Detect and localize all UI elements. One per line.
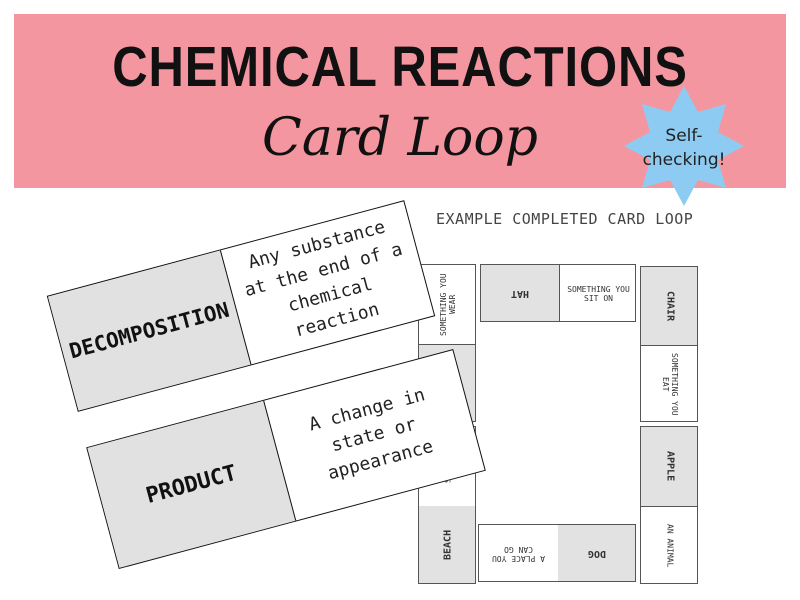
mini-card-definition: AN ANIMAL xyxy=(641,506,697,583)
mini-card-term: HAT xyxy=(481,265,559,321)
card-definition: Any substance at the end of a chemical r… xyxy=(242,216,405,342)
mini-card-chair: CHAIR SOMETHING YOU EAT xyxy=(640,266,698,422)
badge-line-2: checking! xyxy=(642,150,726,170)
mini-card-definition: SOMETHING YOU EAT xyxy=(641,345,697,421)
page-title: CHEMICAL REACTIONS xyxy=(112,35,688,99)
card-term: DECOMPOSITION xyxy=(47,250,252,411)
example-label: EXAMPLE COMPLETED CARD LOOP xyxy=(436,210,694,228)
mini-card-term: CHAIR xyxy=(641,267,697,345)
mini-card-dog: A PLACE YOU CAN GO DOG xyxy=(478,524,636,582)
self-checking-badge: Self- checking! xyxy=(620,82,748,210)
mini-card-term: APPLE xyxy=(641,427,697,506)
mini-card-term: DOG xyxy=(558,525,635,581)
starburst-shape xyxy=(624,86,744,206)
page-subtitle: Card Loop xyxy=(262,108,538,168)
badge-text: Self- checking! xyxy=(620,124,748,172)
mini-card-definition: SOMETHING YOU SIT ON xyxy=(559,265,635,321)
mini-card-apple: APPLE AN ANIMAL xyxy=(640,426,698,584)
card-term: PRODUCT xyxy=(87,400,297,568)
mini-card-term: BEACH xyxy=(419,506,475,583)
badge-line-1: Self- xyxy=(665,126,703,146)
mini-card-definition: A PLACE YOU CAN GO xyxy=(492,545,545,563)
mini-card-hat: HAT SOMETHING YOU SIT ON xyxy=(480,264,636,322)
